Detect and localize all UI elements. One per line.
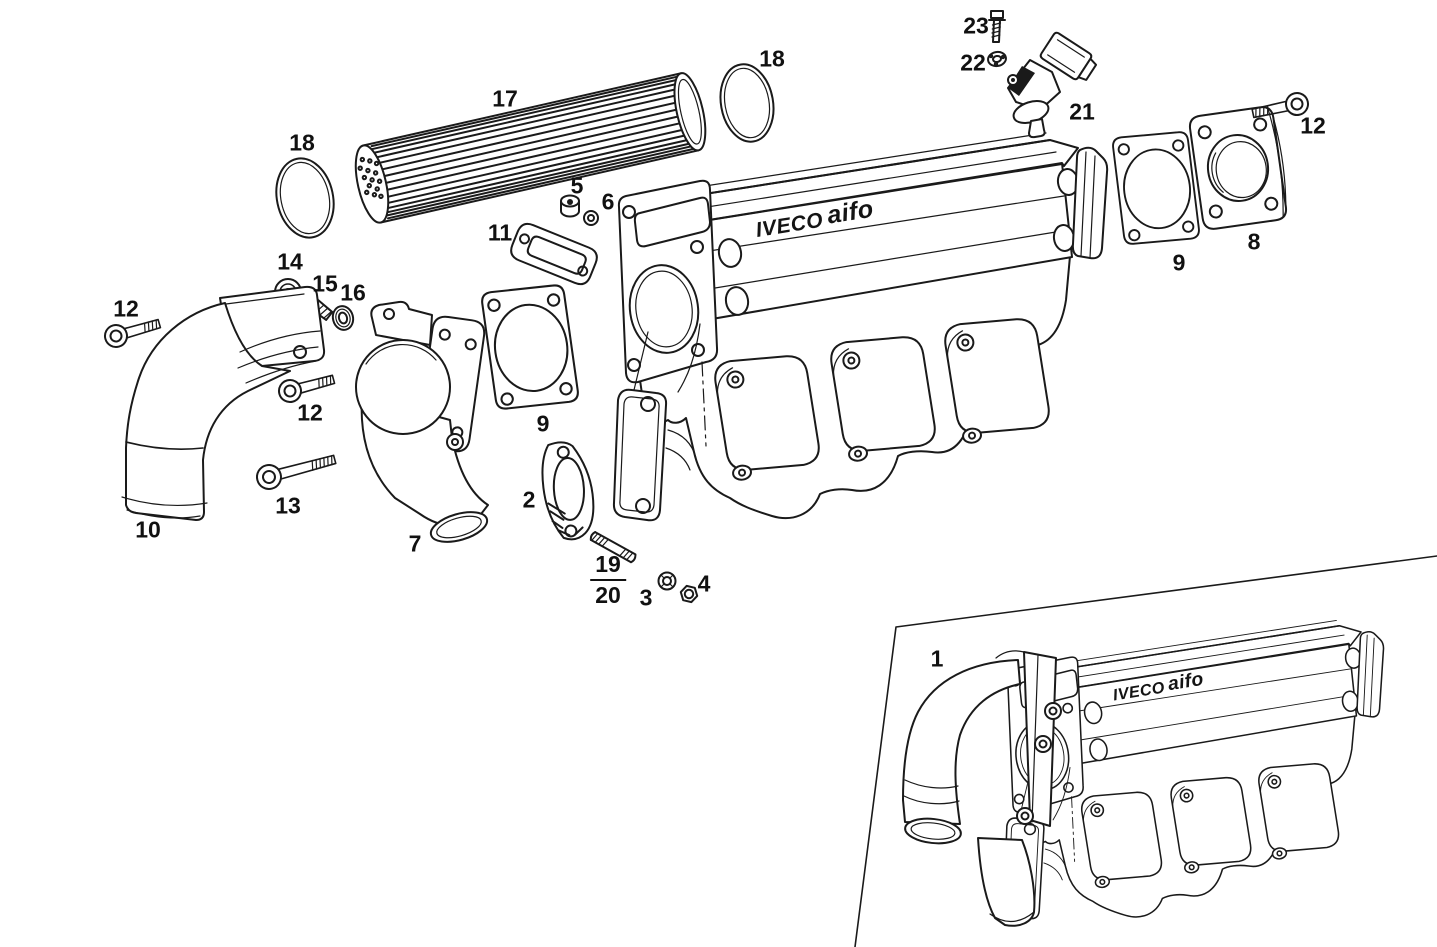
callout-fraction-top: 19 <box>590 551 626 581</box>
part-23-screw <box>988 10 1006 43</box>
part-1-assembled-manifold <box>1004 620 1384 918</box>
part-7-throttle-housing <box>355 300 489 543</box>
callout-11: 11 <box>487 219 513 246</box>
callout-5: 5 <box>570 172 584 199</box>
callout-15: 15 <box>312 270 338 297</box>
part-6-washer <box>583 210 599 226</box>
part-17-filter-element <box>354 72 707 224</box>
part-22-washer <box>987 50 1007 68</box>
callout-12: 12 <box>113 295 139 322</box>
filter-end-perforations <box>357 156 384 200</box>
callout-8: 8 <box>1247 228 1261 255</box>
part-manifold-main <box>614 133 1107 520</box>
callout-9: 9 <box>536 410 550 437</box>
callout-22: 22 <box>960 49 986 76</box>
callout-19-20-fraction: 19 20 <box>590 551 626 609</box>
callout-2: 2 <box>522 486 536 513</box>
inset-elbow-assembly <box>902 650 1062 927</box>
callout-23: 23 <box>963 12 989 39</box>
callout-12: 12 <box>297 399 323 426</box>
callout-fraction-bottom: 20 <box>595 582 621 608</box>
callout-21: 21 <box>1069 98 1095 125</box>
part-16-washer <box>331 305 355 331</box>
part-2-gasket <box>541 441 595 541</box>
callout-1: 1 <box>930 645 944 672</box>
callout-6: 6 <box>601 188 615 215</box>
part-8-flange <box>1188 106 1288 230</box>
part-10-elbow-pipe <box>121 285 326 521</box>
callout-16: 16 <box>340 279 366 306</box>
callout-4: 4 <box>697 570 711 597</box>
callout-13: 13 <box>275 492 301 519</box>
part-13-bolt <box>253 446 339 493</box>
callout-12: 12 <box>1300 112 1326 139</box>
part-9-gasket-right <box>1111 128 1201 248</box>
part-11-cover-gasket <box>510 222 598 286</box>
callout-9: 9 <box>1172 249 1186 276</box>
callout-10: 10 <box>135 516 161 543</box>
part-19-20-stud <box>589 531 637 564</box>
part-3-washer <box>657 571 677 591</box>
callout-17: 17 <box>492 85 518 112</box>
callout-18: 18 <box>759 45 785 72</box>
callout-3: 3 <box>639 584 653 611</box>
part-18-o-ring-right <box>719 63 775 143</box>
part-21-sensor <box>1007 31 1098 139</box>
inset-panel <box>854 555 1437 947</box>
callout-7: 7 <box>408 530 422 557</box>
part-5-nut <box>560 194 580 218</box>
callout-18: 18 <box>289 129 315 156</box>
part-4-nut <box>679 584 699 604</box>
part-9-gasket-middle <box>479 281 581 413</box>
callout-14: 14 <box>277 248 303 275</box>
part-18-o-ring-left <box>275 157 335 239</box>
